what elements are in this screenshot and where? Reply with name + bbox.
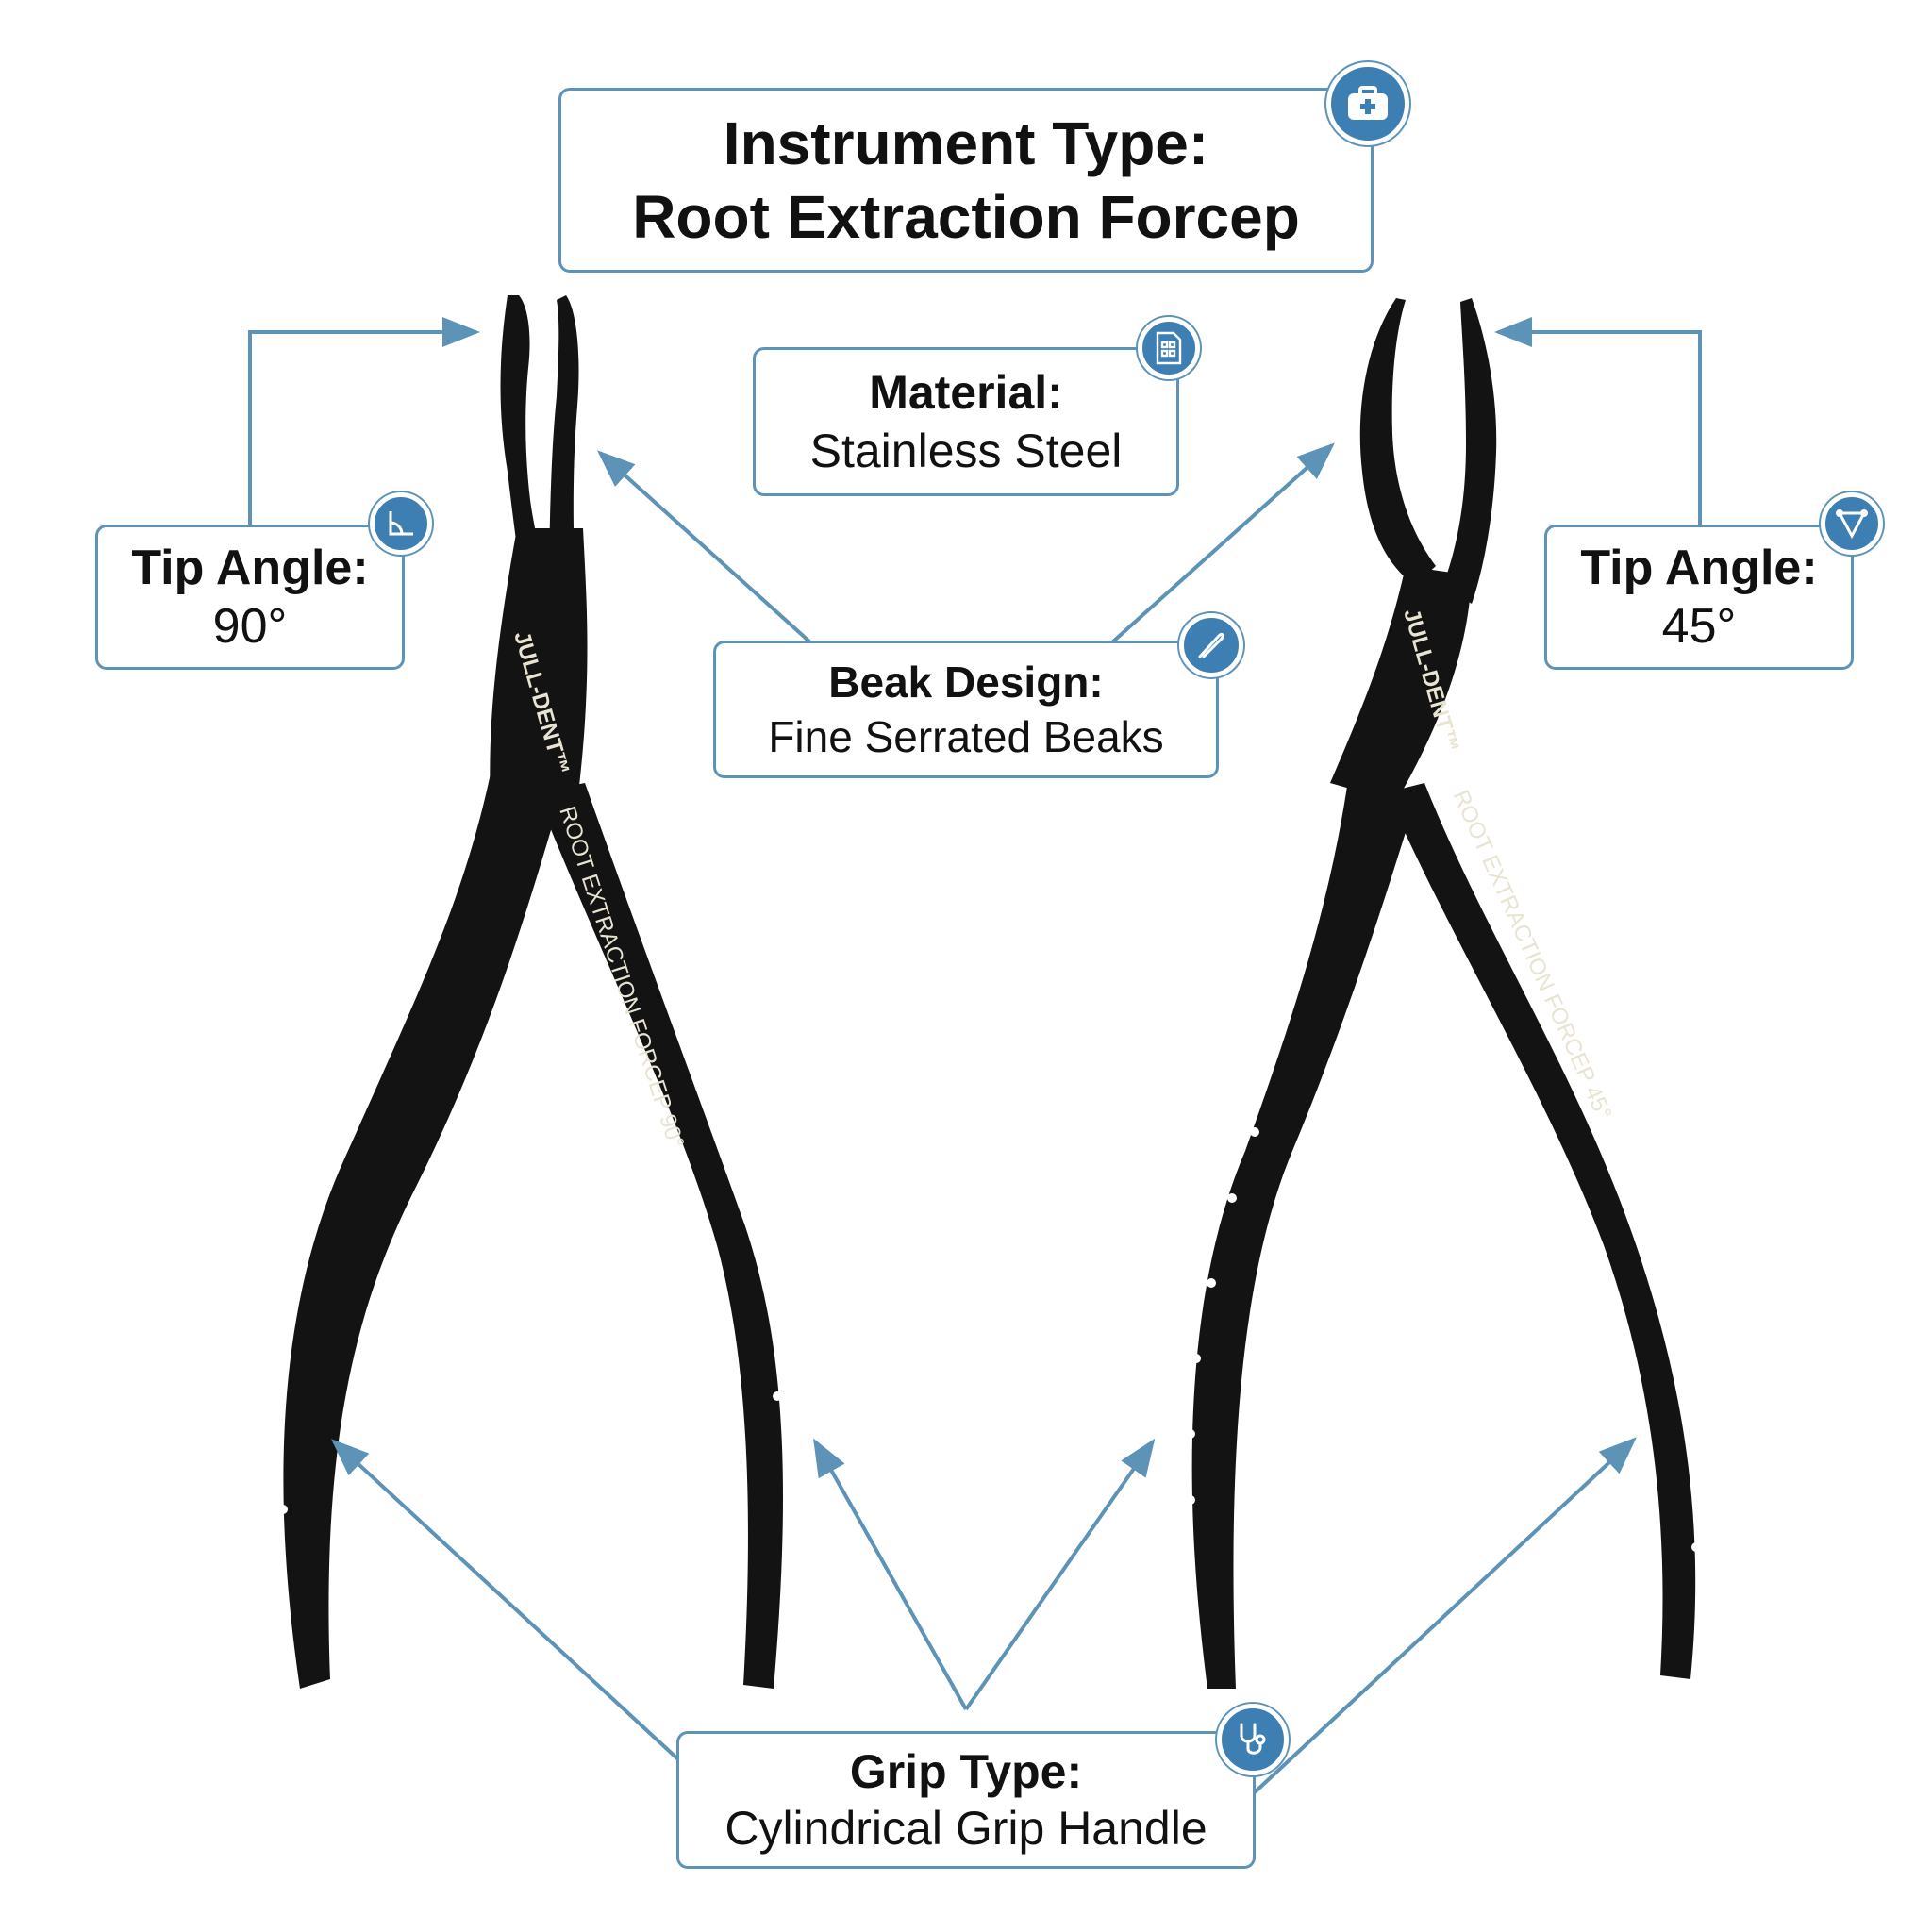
connector-grip-3	[964, 1438, 1156, 1711]
tip-angle-90-label: Tip Angle:	[131, 541, 369, 595]
forcep-90-beak-right	[549, 295, 579, 604]
document-grid-icon	[1138, 317, 1200, 379]
forcep-90-beak-left	[500, 295, 551, 604]
instrument-type-box: Instrument Type: Root Extraction Forcep	[558, 88, 1374, 273]
material-label: Material:	[869, 366, 1063, 419]
stethoscope-icon	[1217, 1704, 1289, 1775]
grip-type-box: Grip Type: Cylindrical Grip Handle	[676, 1731, 1256, 1869]
material-value: Stainless Steel	[809, 425, 1123, 477]
forcep-90-grip-notches	[275, 1222, 788, 1514]
forcep-45-grip-notches	[1186, 1127, 1703, 1552]
connector-grip-1	[331, 1439, 681, 1762]
beak-design-value: Fine Serrated Beaks	[768, 712, 1164, 761]
connector-tip-left	[248, 317, 480, 528]
tip-angle-45-label: Tip Angle:	[1580, 541, 1818, 595]
connector-lines	[248, 317, 1702, 1794]
forcep-45-beak-left	[1359, 298, 1436, 585]
medical-kit-icon	[1326, 62, 1409, 145]
connector-grip-2	[813, 1438, 968, 1710]
forcep-90-handle-right	[536, 783, 783, 1689]
material-box: Material: Stainless Steel	[753, 347, 1179, 496]
tip-angle-45-value: 45°	[1661, 599, 1737, 654]
connector-tip-right	[1494, 317, 1702, 528]
forcep-90-engraving: ROOT EXTRACTION FORCEP 90°	[554, 804, 689, 1152]
triangle-angle-icon	[1821, 492, 1883, 555]
instrument-type-value: Root Extraction Forcep	[632, 183, 1300, 251]
forcep-90-joint	[490, 528, 588, 802]
forcep-90-handle-left	[283, 774, 557, 1689]
connector-beak-left	[597, 450, 811, 643]
grip-type-value: Cylindrical Grip Handle	[724, 1802, 1208, 1855]
tip-angle-90-value: 90°	[212, 599, 288, 654]
grip-type-label: Grip Type:	[849, 1745, 1083, 1798]
forcep-90-illustration	[283, 295, 783, 1689]
connector-grip-4	[1253, 1437, 1637, 1794]
connector-beak-right	[1111, 442, 1335, 643]
tip-angle-45-box: Tip Angle: 45°	[1544, 525, 1854, 670]
right-angle-icon	[370, 492, 432, 555]
instrument-type-label: Instrument Type:	[723, 109, 1209, 177]
forcep-45-handle-right	[1387, 783, 1696, 1679]
forcep-45-joint	[1330, 566, 1472, 802]
forcep-45-beak-right	[1443, 298, 1497, 604]
forcep-45-handle-left	[1191, 774, 1415, 1689]
forcep-beak-icon	[1179, 613, 1243, 677]
beak-design-label: Beak Design:	[828, 658, 1104, 707]
beak-design-box: Beak Design: Fine Serrated Beaks	[713, 641, 1219, 778]
tip-angle-90-box: Tip Angle: 90°	[95, 525, 405, 670]
forcep-45-illustration	[1191, 298, 1696, 1689]
